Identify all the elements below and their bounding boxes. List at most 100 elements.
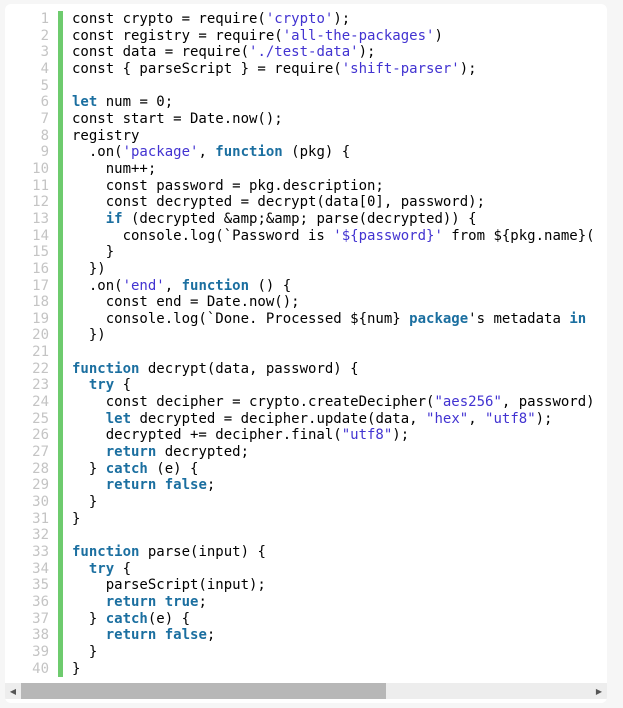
line-number: 8 bbox=[5, 127, 63, 145]
scroll-right-button[interactable]: ▶ bbox=[591, 683, 607, 699]
line-number: 9 bbox=[5, 144, 63, 161]
code-text: parseScript(input); bbox=[63, 577, 266, 594]
code-token: (e) { bbox=[147, 610, 191, 627]
code-text: return false; bbox=[63, 627, 216, 644]
code-token bbox=[72, 627, 106, 643]
code-line: 16 }) bbox=[5, 260, 607, 278]
code-token: console.log(`Password is bbox=[72, 227, 334, 244]
code-text: } bbox=[63, 644, 97, 661]
code-token: ; bbox=[198, 593, 207, 610]
code-token: { bbox=[114, 377, 132, 394]
horizontal-scrollbar[interactable]: ◀ ▶ bbox=[5, 683, 607, 699]
line-number: 17 bbox=[5, 277, 63, 295]
code-line: 29 return false; bbox=[5, 477, 607, 495]
code-line: 31} bbox=[5, 510, 607, 528]
code-text: .on('end', function () { bbox=[63, 278, 291, 295]
code-text: let num = 0; bbox=[63, 94, 173, 111]
code-token: parse(input) { bbox=[139, 544, 266, 560]
code-token: ); bbox=[392, 427, 410, 444]
code-text: const start = Date.now(); bbox=[63, 111, 283, 128]
code-line: 30 } bbox=[5, 494, 607, 511]
code-text: const password = pkg.description; bbox=[63, 178, 384, 195]
code-text: num++; bbox=[63, 160, 157, 178]
line-number: 20 bbox=[5, 327, 63, 345]
code-token: ) bbox=[434, 27, 443, 44]
code-token: ; bbox=[206, 627, 216, 644]
line-number: 5 bbox=[5, 77, 63, 95]
code-token: decrypted = decipher.update(data, bbox=[131, 410, 427, 427]
code-token: } bbox=[72, 660, 81, 677]
code-token bbox=[156, 477, 164, 493]
line-number: 15 bbox=[5, 244, 63, 261]
code-token: .on( bbox=[72, 277, 123, 294]
code-line: 39 } bbox=[5, 643, 607, 661]
line-number: 13 bbox=[5, 210, 63, 228]
code-token: () { bbox=[249, 277, 292, 294]
code-line: 18 const end = Date.now(); bbox=[5, 294, 607, 311]
code-token: package bbox=[409, 310, 469, 327]
code-token: const decipher = crypto.createDecipher( bbox=[72, 394, 435, 411]
line-number: 39 bbox=[5, 643, 63, 661]
code-line: 32 bbox=[5, 527, 607, 544]
code-token: const password = pkg.description; bbox=[72, 177, 384, 194]
code-text: return false; bbox=[63, 477, 216, 494]
line-number: 16 bbox=[5, 260, 63, 278]
code-token bbox=[156, 627, 164, 643]
code-token bbox=[72, 377, 89, 393]
line-number: 19 bbox=[5, 310, 63, 328]
code-token: return bbox=[105, 444, 157, 461]
line-number: 38 bbox=[5, 627, 63, 644]
code-token: return bbox=[105, 627, 157, 644]
code-token bbox=[72, 477, 106, 493]
line-number: 23 bbox=[5, 377, 63, 395]
code-token: ); bbox=[535, 410, 553, 427]
code-token: in bbox=[569, 310, 587, 327]
code-token: decrypted; bbox=[156, 444, 250, 461]
code-token: , bbox=[468, 410, 486, 427]
code-token: 'shift-parser' bbox=[341, 60, 460, 77]
scrollbar-thumb[interactable] bbox=[21, 683, 386, 699]
code-text: console.log(`Password is '${password}' f… bbox=[63, 228, 595, 245]
code-token: try bbox=[88, 560, 115, 577]
code-token: const end = Date.now(); bbox=[72, 294, 300, 311]
line-number: 18 bbox=[5, 294, 63, 311]
code-token: 'end' bbox=[122, 277, 165, 294]
scrollbar-track[interactable] bbox=[21, 683, 591, 699]
code-line: 27 return decrypted; bbox=[5, 444, 607, 461]
code-text: if (decrypted &amp;&amp; parse(decrypted… bbox=[63, 211, 477, 228]
code-text: } catch (e) { bbox=[63, 461, 199, 478]
code-line: 37 } catch(e) { bbox=[5, 610, 607, 628]
code-line: 38 return false; bbox=[5, 627, 607, 644]
code-token: , bbox=[164, 277, 182, 294]
code-token: "utf8" bbox=[341, 427, 393, 444]
code-line: 25 let decrypted = decipher.update(data,… bbox=[5, 410, 607, 428]
code-token bbox=[72, 594, 106, 610]
code-text: const end = Date.now(); bbox=[63, 294, 300, 311]
code-token: from ${pkg.name}( bbox=[442, 227, 595, 244]
code-line: 28 } catch (e) { bbox=[5, 460, 607, 478]
code-token: ); bbox=[459, 60, 477, 77]
line-number: 12 bbox=[5, 194, 63, 211]
code-line: 17 .on('end', function () { bbox=[5, 277, 607, 295]
code-text: } bbox=[63, 661, 80, 678]
line-number: 1 bbox=[5, 11, 63, 28]
code-token: function bbox=[215, 144, 283, 161]
line-number: 31 bbox=[5, 510, 63, 528]
code-line: 19 console.log(`Done. Processed ${num} p… bbox=[5, 310, 607, 328]
code-token: num++; bbox=[72, 160, 157, 177]
code-text: decrypted += decipher.final("utf8"); bbox=[63, 427, 409, 444]
line-number: 33 bbox=[5, 544, 63, 561]
line-number: 24 bbox=[5, 394, 63, 411]
code-token: true bbox=[164, 593, 199, 610]
code-line: 13 if (decrypted &amp;&amp; parse(decryp… bbox=[5, 210, 607, 228]
scroll-left-button[interactable]: ◀ bbox=[5, 683, 21, 699]
code-text: } catch(e) { bbox=[63, 611, 190, 628]
code-token: return bbox=[105, 593, 157, 610]
code-token: false bbox=[164, 627, 207, 644]
code-text: const decrypted = decrypt(data[0], passw… bbox=[63, 194, 485, 211]
code-token bbox=[72, 211, 106, 227]
